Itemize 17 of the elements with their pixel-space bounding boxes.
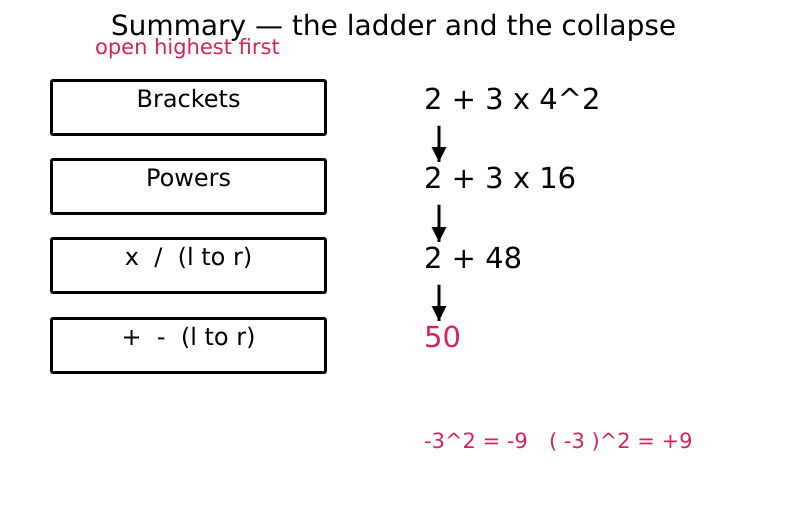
expression-text: 2 + 48 [424,242,522,276]
expression-text: 2 + 3 x 16 [424,162,576,196]
step-label: Powers [146,164,232,192]
step-box [50,237,327,294]
expression-text: 2 + 3 x 4^2 [424,83,600,117]
formula-text: -3^2 = -9 [424,429,528,454]
step-box [50,317,327,374]
step-box [50,79,327,136]
formula-text: ( -3 )^2 = +9 [549,429,693,454]
arrow [432,284,446,321]
step-label: x / (l to r) [124,243,252,271]
arrow [432,126,446,162]
step-label: Brackets [136,85,240,113]
step-label: + - (l to r) [122,323,256,351]
arrow [432,204,446,242]
expression-text: 50 [424,321,461,355]
step-box [50,158,327,215]
